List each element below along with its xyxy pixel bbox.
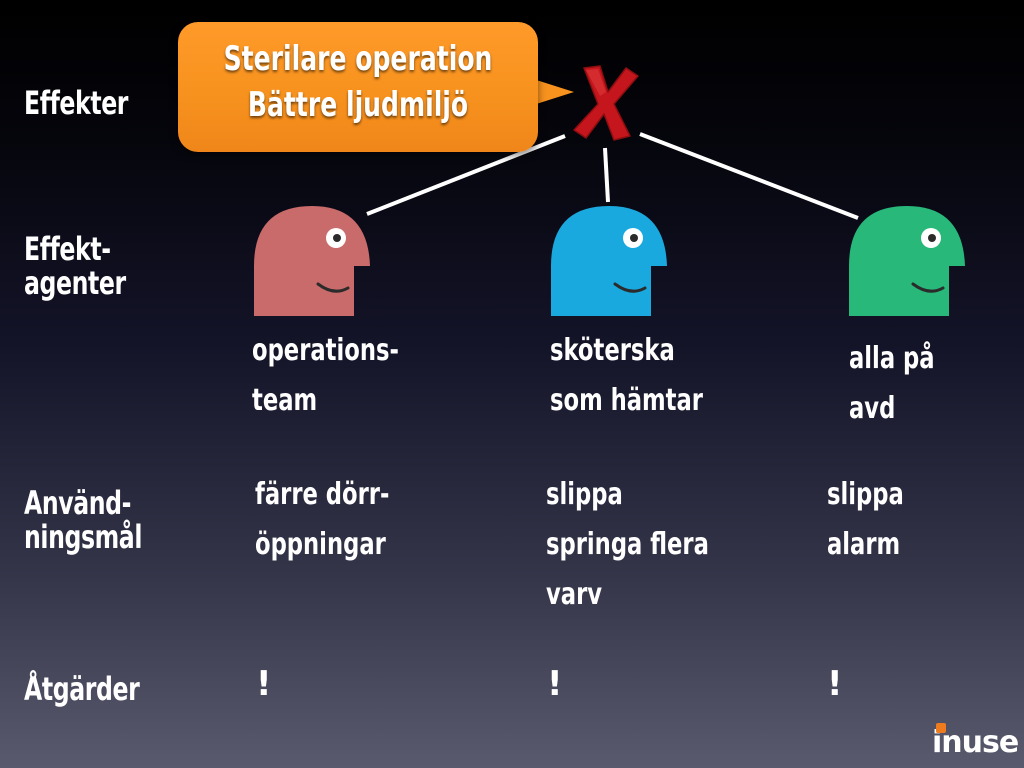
usage-goal-line: slippa	[827, 477, 904, 512]
row-label-text: Använd-	[24, 484, 132, 522]
inuse-logo: inuse	[932, 723, 1019, 760]
agent-label: operations- team	[252, 326, 399, 426]
usage-goal-line: springa flera	[546, 527, 709, 562]
row-label-text: Effekt-	[24, 230, 111, 268]
action-marker: !	[256, 664, 272, 704]
agent-head-shape	[849, 206, 965, 316]
person-head-icon	[849, 206, 965, 316]
agent-head-shape	[551, 206, 667, 316]
usage-goal-line: varv	[546, 577, 603, 612]
person-head-icon	[254, 206, 370, 316]
person-head-icon	[551, 206, 667, 316]
agent-label-line: team	[252, 383, 318, 418]
connector-line	[603, 147, 610, 203]
agent-label-line: sköterska	[550, 333, 675, 368]
action-marker: !	[827, 664, 843, 704]
usage-goal: färre dörr- öppningar	[255, 470, 389, 570]
callout-line: Sterilare operation	[223, 39, 493, 79]
row-label-text: Åtgärder	[24, 670, 140, 708]
usage-goal-line: färre dörr-	[255, 477, 390, 512]
usage-goal: slippa springa flera varv	[546, 470, 709, 620]
connector-line	[639, 132, 859, 220]
agent-label: alla på avd	[849, 334, 935, 434]
callout-text: Sterilare operation Bättre ljudmiljö	[178, 36, 538, 128]
red-cross-icon	[573, 65, 639, 141]
row-label-atgarder: Åtgärder	[24, 670, 140, 708]
effect-callout: Sterilare operation Bättre ljudmiljö	[178, 22, 538, 152]
action-marker: !	[547, 664, 563, 704]
agent-head-shape	[254, 206, 370, 316]
row-label-effekter: Effekter	[24, 86, 128, 120]
row-label-text: agenter	[24, 264, 126, 302]
usage-goal-line: öppningar	[255, 527, 386, 562]
agent-label: sköterska som hämtar	[550, 326, 703, 426]
usage-goal-line: alarm	[827, 527, 901, 562]
agent-label-line: som hämtar	[550, 383, 703, 418]
usage-goal: slippa alarm	[827, 470, 904, 570]
logo-text: inuse	[932, 725, 1019, 760]
row-label-effektagenter: Effekt- agenter	[24, 232, 126, 300]
agent-label-line: avd	[849, 391, 896, 426]
logo-accent-dot	[936, 723, 946, 733]
agent-label-line: operations-	[252, 333, 399, 368]
callout-line: Bättre ljudmiljö	[247, 85, 469, 125]
row-label-text: Effekter	[24, 84, 129, 122]
connector-line	[366, 134, 566, 216]
row-label-anvandningsmal: Använd- ningsmål	[24, 486, 142, 554]
row-label-text: ningsmål	[24, 518, 142, 556]
agent-label-line: alla på	[849, 341, 935, 376]
usage-goal-line: slippa	[546, 477, 623, 512]
